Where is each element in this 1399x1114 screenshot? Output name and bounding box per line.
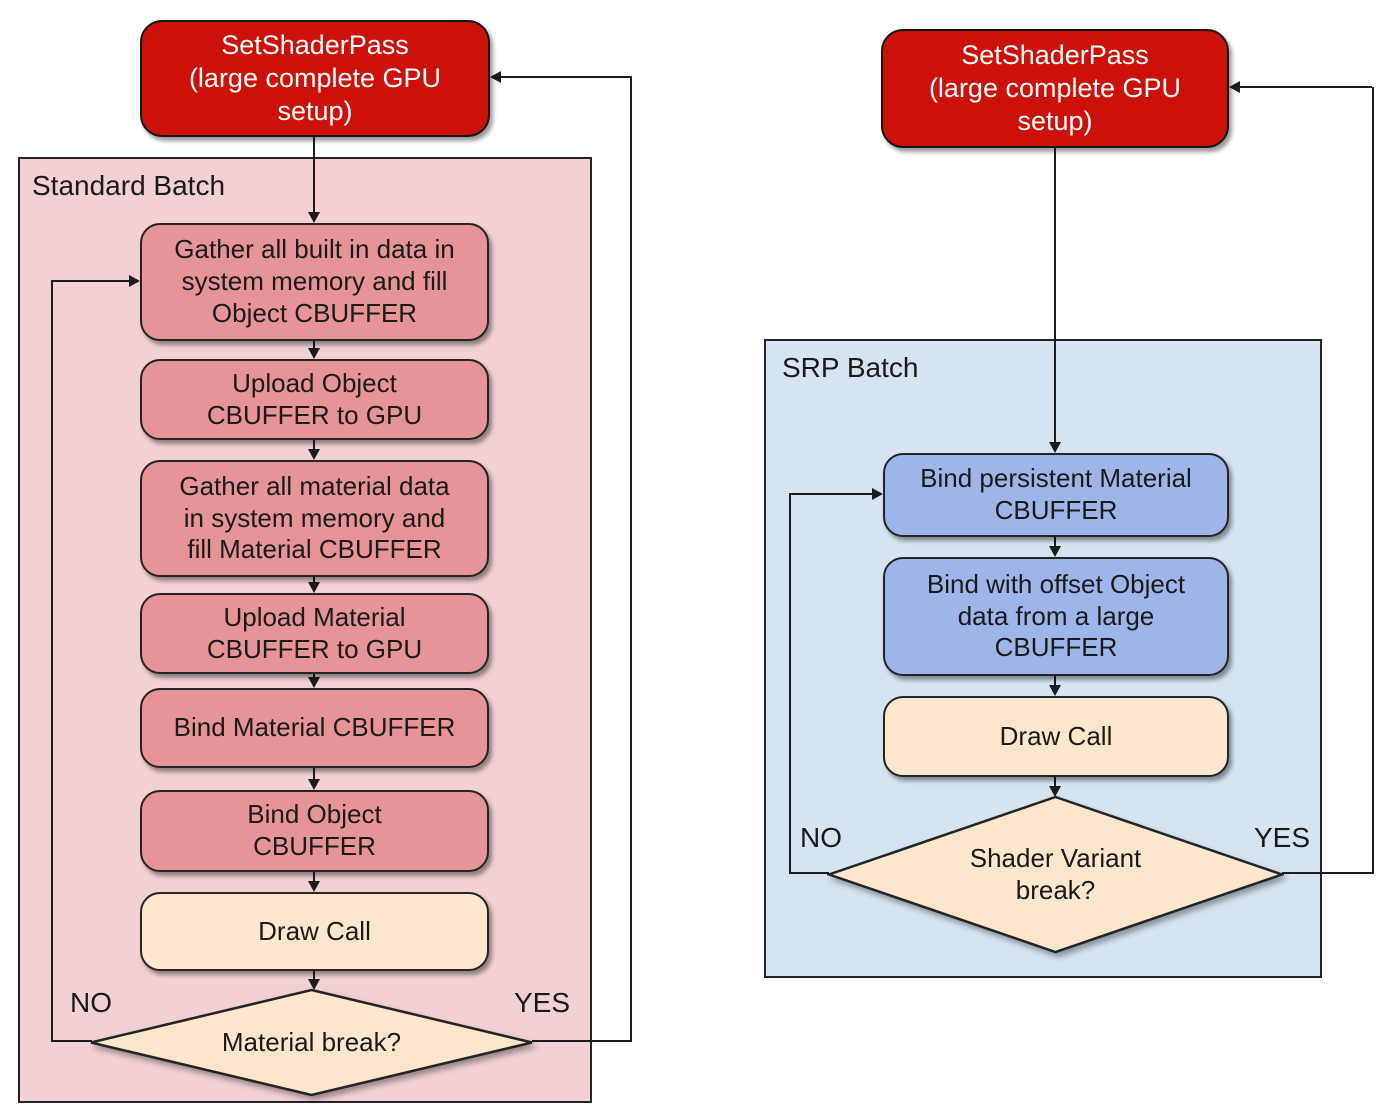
flow-line xyxy=(1054,777,1056,786)
arrow-down-icon xyxy=(1049,685,1061,696)
node-text: SetShaderPass (large complete GPU setup) xyxy=(188,30,442,126)
arrow-down-icon xyxy=(308,779,320,790)
arrow-down-icon xyxy=(308,881,320,892)
node-text: Upload Material CBUFFER to GPU xyxy=(206,601,423,664)
label-standard-batch: Standard Batch xyxy=(32,170,226,201)
flow-line xyxy=(313,674,315,679)
edge-yes-right-bottom xyxy=(1282,872,1374,874)
label-yes-left: YES xyxy=(514,987,571,1018)
edge-yes-left-top xyxy=(501,76,632,78)
flow-line xyxy=(313,440,315,451)
diamond-shape-icon xyxy=(90,988,533,1097)
edge-no-left-top xyxy=(51,280,129,282)
label-srp-batch: SRP Batch xyxy=(782,352,919,383)
arrowhead-no-right-icon xyxy=(872,488,883,500)
node-draw-call-right: Draw Call xyxy=(883,696,1229,777)
decision-material-break: Material break? xyxy=(89,988,534,1097)
decision-shader-variant-break: Shader Variant break? xyxy=(827,795,1284,954)
arrow-down-icon xyxy=(1049,546,1061,557)
node-setshaderpass-right: SetShaderPass (large complete GPU setup) xyxy=(881,29,1229,148)
edge-yes-left-bottom xyxy=(532,1040,632,1042)
node-gather-material-data: Gather all material data in system memor… xyxy=(140,460,489,577)
node-bind-object-cbuffer: Bind Object CBUFFER xyxy=(140,790,489,872)
arrow-down-icon xyxy=(1049,786,1061,797)
diamond-shape-icon xyxy=(827,795,1284,954)
node-bind-persistent-material-cbuffer: Bind persistent Material CBUFFER xyxy=(883,453,1229,537)
edge-no-right-top xyxy=(789,493,872,495)
node-setshaderpass-left: SetShaderPass (large complete GPU setup) xyxy=(140,20,490,137)
flow-line xyxy=(1054,148,1056,442)
node-draw-call-left: Draw Call xyxy=(140,892,489,971)
arrowhead-yes-left-icon xyxy=(490,71,501,83)
arrow-down-icon xyxy=(308,348,320,359)
edge-yes-right-vertical xyxy=(1372,87,1374,874)
arrow-down-icon xyxy=(308,677,320,688)
flow-line xyxy=(313,577,315,584)
edge-yes-right-top xyxy=(1240,86,1372,88)
label-no-left: NO xyxy=(70,987,112,1018)
node-bind-material-cbuffer: Bind Material CBUFFER xyxy=(140,688,489,768)
flow-line xyxy=(1054,537,1056,546)
decision-text: Shader Variant break? xyxy=(969,842,1142,905)
node-text: Draw Call xyxy=(999,720,1113,751)
node-text: Gather all built in data in system memor… xyxy=(174,234,455,328)
edge-no-left-vertical xyxy=(51,281,53,1042)
edge-no-left-bottom xyxy=(51,1040,92,1042)
node-text: Bind with offset Object data from a larg… xyxy=(926,568,1186,663)
flow-line xyxy=(313,872,315,883)
edge-no-right-bottom xyxy=(789,872,829,874)
flow-line xyxy=(1054,676,1056,685)
arrow-down-icon xyxy=(308,582,320,593)
arrow-down-icon xyxy=(308,212,320,223)
flow-line xyxy=(313,137,315,214)
flow-line xyxy=(313,971,315,980)
edge-no-right-vertical xyxy=(789,494,791,874)
decision-text: Material break? xyxy=(221,1026,402,1057)
edge-yes-left-vertical xyxy=(630,76,632,1042)
arrowhead-yes-right-icon xyxy=(1229,81,1240,93)
flow-line xyxy=(313,341,315,350)
node-gather-builtin-data: Gather all built in data in system memor… xyxy=(140,223,489,341)
node-text: Bind persistent Material CBUFFER xyxy=(920,463,1192,525)
label-yes-right: YES xyxy=(1254,822,1311,853)
node-text: Bind Material CBUFFER xyxy=(173,712,456,743)
node-text: Bind Object CBUFFER xyxy=(247,799,382,861)
flow-line xyxy=(313,768,315,781)
node-text: SetShaderPass (large complete GPU setup) xyxy=(928,40,1182,136)
node-bind-offset-object-data: Bind with offset Object data from a larg… xyxy=(883,557,1229,676)
node-text: Upload Object CBUFFER to GPU xyxy=(206,367,423,430)
node-upload-material-cbuffer: Upload Material CBUFFER to GPU xyxy=(140,593,489,674)
label-no-right: NO xyxy=(800,822,842,853)
arrow-down-icon xyxy=(308,979,320,990)
node-upload-object-cbuffer: Upload Object CBUFFER to GPU xyxy=(140,359,489,440)
arrow-down-icon xyxy=(1049,442,1061,453)
node-text: Draw Call xyxy=(258,915,371,946)
node-text: Gather all material data in system memor… xyxy=(179,470,450,565)
arrow-down-icon xyxy=(308,449,320,460)
arrowhead-no-left-icon xyxy=(129,275,140,287)
